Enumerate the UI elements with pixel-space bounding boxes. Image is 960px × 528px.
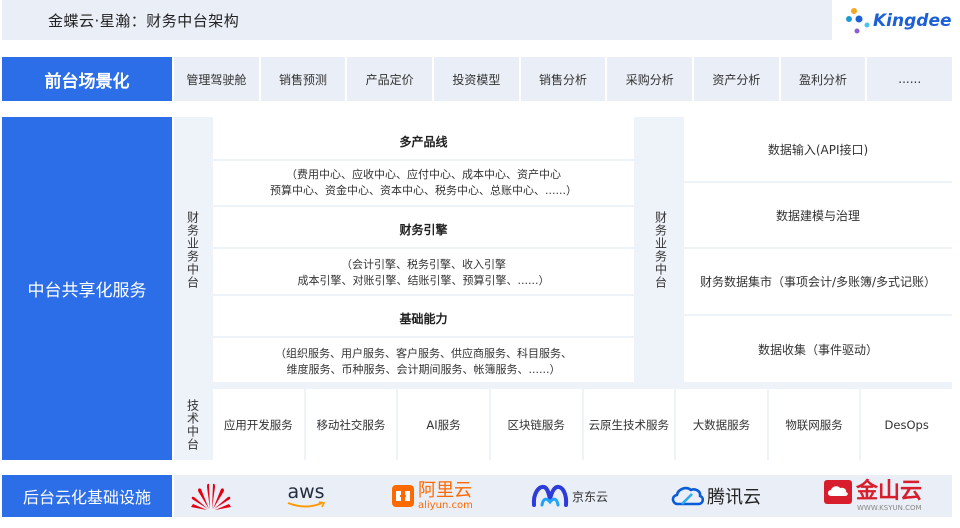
tech-service-item: 大数据服务 <box>676 389 767 460</box>
front-item: 采购分析 <box>607 57 695 101</box>
front-item: ...... <box>898 72 922 86</box>
block-desc-line: （会计引擎、税务引擎、收入引擎 <box>341 258 506 271</box>
tech-service-item: 区块链服务 <box>490 389 582 460</box>
tencent-cloud-icon <box>671 486 704 506</box>
huawei-icon <box>191 483 231 510</box>
tech-service-item: 云原生技术服务 <box>583 389 675 460</box>
block-title: 多产品线 <box>399 135 448 149</box>
front-item: 投资模型 <box>434 57 521 101</box>
vertical-label-text: 财务业务中台 <box>185 210 200 289</box>
aliyun-name: 阿里云 <box>418 480 472 501</box>
block-title: 财务引擎 <box>399 223 448 237</box>
kingsoft-cloud-icon <box>824 480 852 504</box>
data-services-column: 数据输入(API接口) 数据建模与治理 财务数据集市（事项会计/多账簿/多式记账… <box>684 117 952 382</box>
tencent-cloud-logo: 腾讯云 <box>670 475 761 517</box>
product-lines-block: 多产品线 （费用中心、应收中心、应付中心、成本中心、资产中心 预算中心、资金中心… <box>213 117 634 205</box>
front-item: 销售预测 <box>261 57 348 101</box>
vertical-label-text: 技术中台 <box>185 398 200 451</box>
backend-layer-label: 后台云化基础设施 <box>2 475 172 517</box>
kingdee-logo: Kingdee <box>845 5 957 37</box>
tech-service-item: AI服务 <box>398 389 489 460</box>
finance-engine-block: 财务引擎 （会计引擎、税务引擎、收入引擎 成本引擎、对账引擎、结账引擎、预算引擎… <box>213 207 634 294</box>
data-service-item: 数据输入(API接口) <box>684 117 952 183</box>
title-bar: 金蝶云·星瀚：财务中台架构 <box>2 0 832 40</box>
block-desc-line: （费用中心、应收中心、应付中心、成本中心、资产中心 <box>286 168 561 181</box>
aws-smile-icon <box>287 501 326 508</box>
tech-center-label: 技术中台 <box>174 389 212 460</box>
tech-service-item: 移动社交服务 <box>305 389 397 460</box>
kingdee-logo-text: Kingdee <box>873 11 952 31</box>
data-service-item: 数据建模与治理 <box>684 183 952 249</box>
data-service-item: 数据收集（事件驱动） <box>757 342 878 357</box>
finance-blocks: 多产品线 （费用中心、应收中心、应付中心、成本中心、资产中心 预算中心、资金中心… <box>213 117 634 382</box>
finance-center-label-right: 财务业务中台 <box>642 117 680 382</box>
tencent-cloud-name: 腾讯云 <box>707 487 761 508</box>
tech-service-item: DesOps <box>861 389 952 460</box>
aws-text: aws <box>287 481 325 503</box>
aliyun-logo: 阿里云 aliyun.com <box>392 475 473 517</box>
basic-capabilities-block: 基础能力 （组织服务、用户服务、客户服务、供应商服务、科目服务、 维度服务、币种… <box>213 296 634 382</box>
front-scenario-row: 管理驾驶舱 销售预测 产品定价 投资模型 销售分析 采购分析 资产分析 盈利分析… <box>174 57 952 101</box>
data-service-item: 财务数据集市（事项会计/多账簿/多式记账） <box>684 249 952 316</box>
front-item: 产品定价 <box>347 57 435 101</box>
jd-cloud-logo: 京东云 <box>531 475 608 517</box>
tech-service-item: 物联网服务 <box>768 389 860 460</box>
block-title: 基础能力 <box>399 312 448 326</box>
front-item: 资产分析 <box>694 57 781 101</box>
kingdee-dots-icon <box>846 8 870 34</box>
front-item: 销售分析 <box>521 57 608 101</box>
block-desc-line: 成本引擎、对账引擎、结账引擎、预算引擎、......） <box>297 274 550 287</box>
aliyun-url: aliyun.com <box>418 500 473 511</box>
kingsoft-url: WWW.KSYUN.COM <box>857 504 922 512</box>
tech-service-item: 应用开发服务 <box>213 389 304 460</box>
page-title: 金蝶云·星瀚：财务中台架构 <box>48 11 240 30</box>
middle-layer-label: 中台共享化服务 <box>2 117 172 460</box>
front-item: 盈利分析 <box>781 57 868 101</box>
aliyun-icon <box>392 485 414 507</box>
cloud-providers-row: aws 阿里云 aliyun.com 京东云 腾讯云 <box>174 475 952 517</box>
tech-services-row: 应用开发服务 移动社交服务 AI服务 区块链服务 云原生技术服务 大数据服务 物… <box>213 389 952 460</box>
block-desc-line: （组织服务、用户服务、客户服务、供应商服务、科目服务、 <box>275 347 572 360</box>
vertical-label-text: 财务业务中台 <box>653 210 668 289</box>
jd-cloud-icon <box>531 484 569 507</box>
kingsoft-cloud-logo: 金山云 WWW.KSYUN.COM <box>824 475 922 517</box>
huawei-cloud-logo <box>188 475 234 517</box>
aws-logo: aws <box>286 475 326 517</box>
jd-cloud-name: 京东云 <box>572 489 609 504</box>
block-desc-line: 预算中心、资金中心、资本中心、税务中心、总账中心、......） <box>270 184 577 197</box>
finance-center-label-left: 财务业务中台 <box>174 117 212 382</box>
front-layer-label: 前台场景化 <box>2 57 172 101</box>
kingsoft-cloud-name: 金山云 <box>856 479 923 504</box>
block-desc-line: 维度服务、币种服务、会计期间服务、帐簿服务、......） <box>286 363 561 376</box>
front-item: 管理驾驶舱 <box>174 57 261 101</box>
